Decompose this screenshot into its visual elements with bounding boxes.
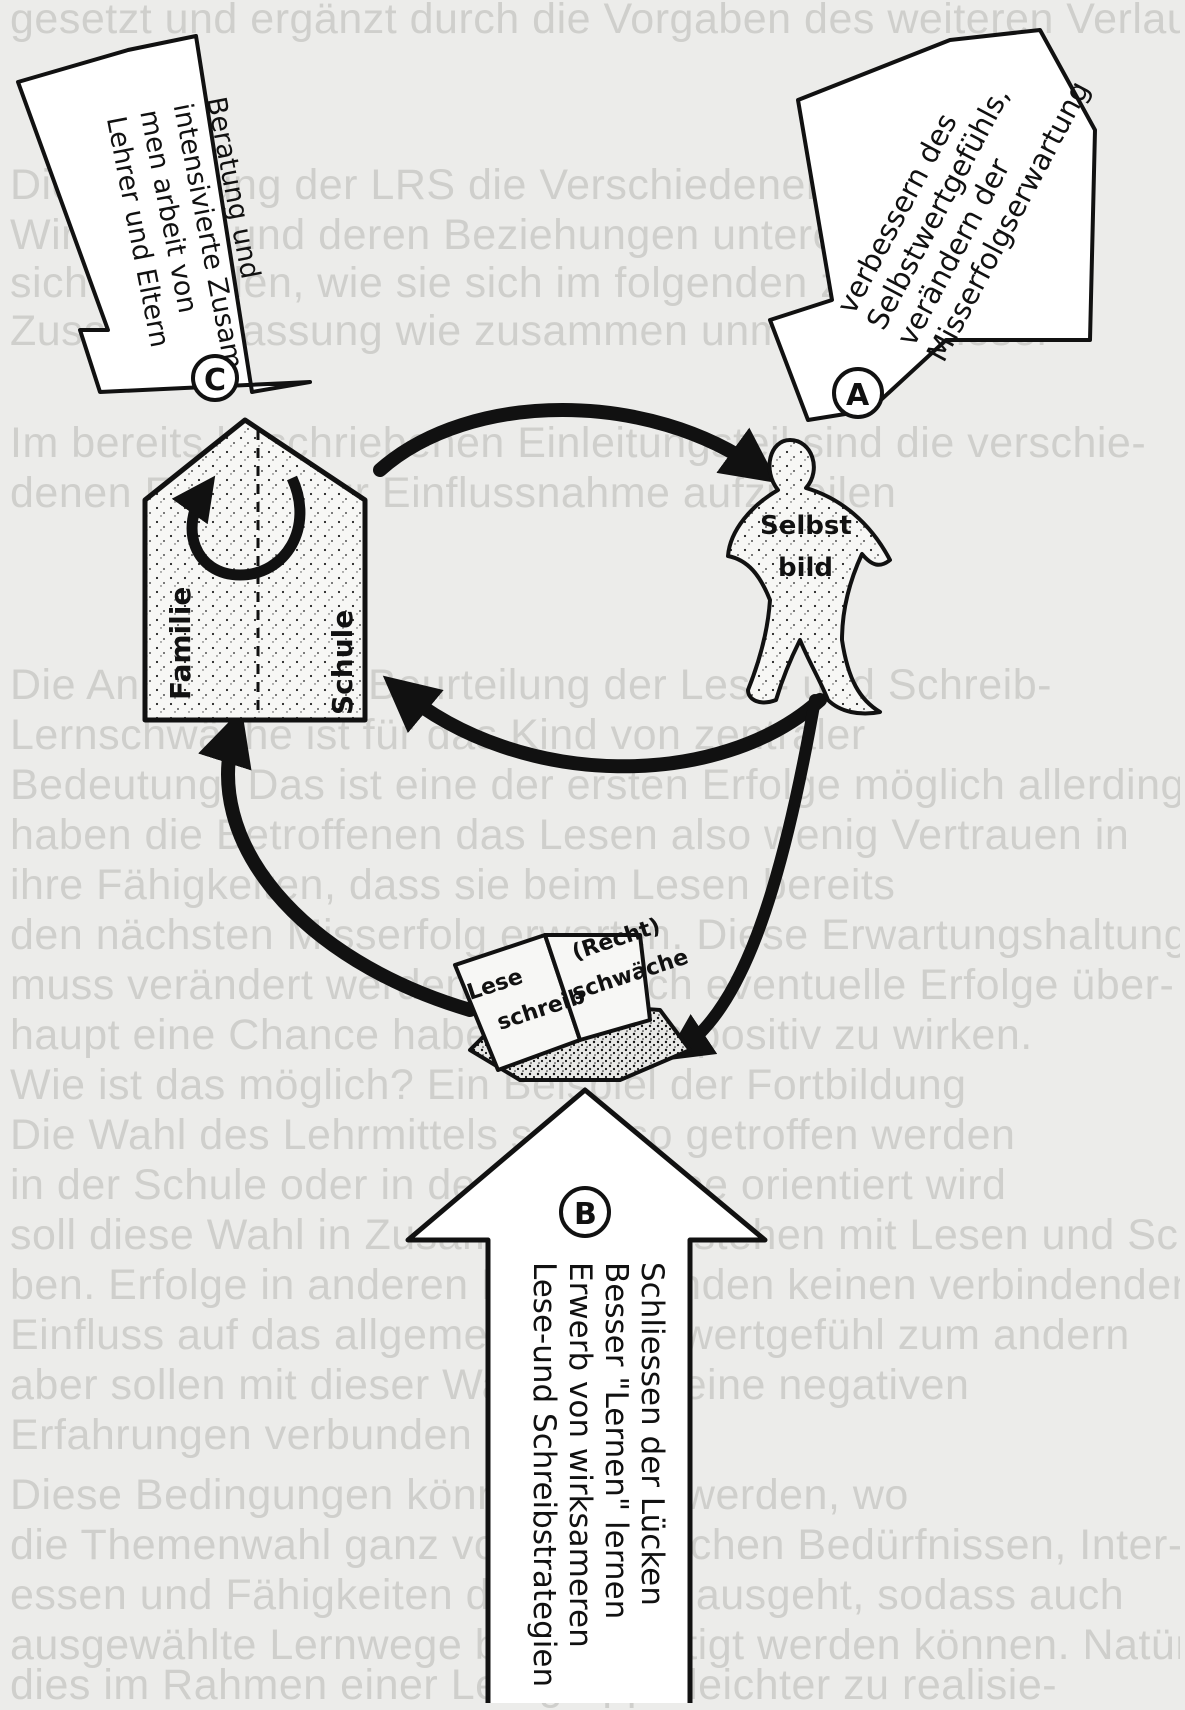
arrow-a-badge (832, 367, 884, 419)
arrow-b: Schliessen der Lücken Besser "Lernen" le… (405, 1087, 768, 1703)
house-label-familie: Familie (164, 587, 197, 700)
arrow-b-letter: B (574, 1197, 597, 1232)
arrow-b-line-1: Schliessen der Lücken (634, 1262, 670, 1606)
arrow-a: verbessern des Selbstwertgefühls, veränd… (768, 28, 1097, 422)
bg-line: Wie ist das möglich? Ein Beispiel der Fo… (10, 1061, 967, 1109)
house: Familie Schule (142, 417, 368, 723)
figure: Selbst bild (726, 438, 892, 716)
arrow-book-to-house (198, 708, 477, 1017)
cycle-arrows (198, 403, 827, 1061)
bg-line: ihre Fähigkeiten, dass sie beim Lesen be… (10, 861, 896, 909)
arrow-c-letter: C (204, 363, 226, 398)
arrow-b-shape (405, 1087, 768, 1703)
arrow-c-shape (16, 34, 312, 394)
bg-line: Diese Bedingungen können erfüllt werden,… (10, 1471, 909, 1519)
figure-label-2: bild (778, 553, 833, 583)
circular-arrow-icon (171, 475, 306, 581)
arrow-a-letter: A (846, 378, 870, 413)
arrow-a-shape (768, 28, 1097, 422)
book: Lese (Recht) schreib schwäche (453, 914, 692, 1082)
arrow-c-badge (191, 354, 239, 402)
figure-silhouette (726, 438, 892, 716)
arrow-house-to-figure (373, 403, 779, 484)
arrow-b-badge (559, 1186, 611, 1238)
book-right-page (543, 933, 652, 1042)
arrow-figure-to-house (382, 675, 827, 774)
arrow-c: Beratung und intensivierte Zusam- men ar… (16, 34, 312, 402)
arrow-b-line-4: Lese-und Schreibstrategien (526, 1262, 562, 1687)
bg-line: haben die Betroffenen das Lesen also wen… (10, 811, 1130, 859)
bg-line: Erfahrungen verbunden sein. (10, 1411, 579, 1459)
arrow-figure-to-book (664, 694, 821, 1061)
figure-label-1: Selbst (760, 511, 852, 541)
arrow-b-line-2: Besser "Lernen" lernen (598, 1262, 634, 1619)
house-label-schule: Schule (326, 610, 359, 715)
arrow-b-line-3: Erwerb von wirksameren (562, 1262, 598, 1648)
